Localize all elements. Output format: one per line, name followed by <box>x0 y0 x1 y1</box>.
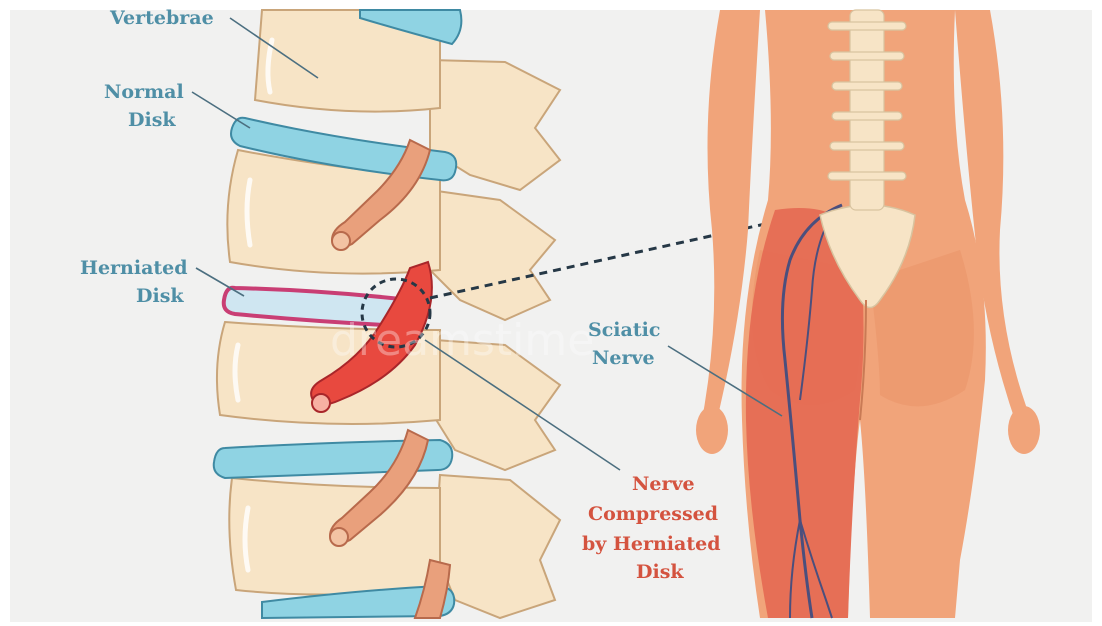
right-hand <box>1008 406 1040 454</box>
label-herniated-disk-line1: Herniated <box>80 257 188 279</box>
label-normal-disk-line2: Disk <box>128 109 176 131</box>
label-sciatic-nerve-line1: Sciatic <box>588 319 660 341</box>
label-compressed-line3: by Herniated <box>582 533 720 555</box>
label-compressed-line2: Compressed <box>588 503 718 525</box>
label-compressed-line4: Disk <box>636 561 684 583</box>
label-normal-disk-line1: Normal <box>104 81 184 103</box>
label-herniated-disk-line2: Disk <box>136 285 184 307</box>
left-hand <box>696 406 728 454</box>
label-sciatic-nerve-line2: Nerve <box>592 347 655 369</box>
spine-illustration <box>214 10 560 618</box>
watermark: dreamstime <box>330 315 594 366</box>
compressed-nerve-end <box>312 394 330 412</box>
label-compressed-line1: Nerve <box>632 473 695 495</box>
label-vertebrae: Vertebrae <box>109 7 214 29</box>
